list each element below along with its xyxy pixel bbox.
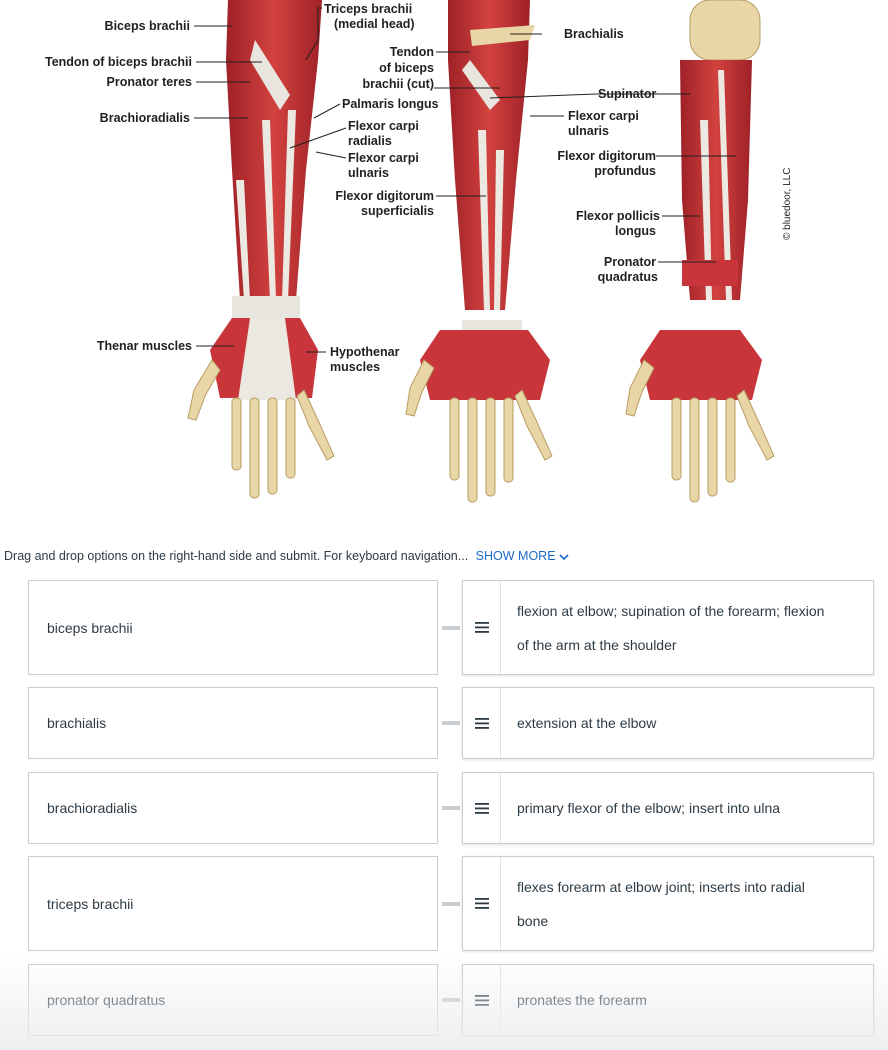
anatomy-figure: Biceps brachii Tendon of biceps brachii … [0,0,888,520]
label-brachioradialis: Brachioradialis [100,111,190,125]
term-box: biceps brachii [28,580,438,675]
label-palmaris-longus: Palmaris longus [342,97,439,111]
match-row: pronator quadratus pronates the forearm [28,964,874,1036]
term-label: brachialis [47,715,107,731]
label-fcr-line2: radialis [348,134,392,148]
drag-handle-icon[interactable] [463,581,501,674]
match-row: brachioradialis primary flexor of the el… [28,772,874,844]
show-more-label: SHOW MORE [475,549,556,563]
connector-line [442,806,460,810]
label-fdp-line1: Flexor digitorum [557,149,656,163]
answer-text: flexion at elbow; supination of the fore… [501,581,840,674]
draggable-answer[interactable]: pronates the forearm [462,964,874,1036]
instructions: Drag and drop options on the right-hand … [4,549,569,564]
answer-line: flexion at elbow; supination of the fore… [517,602,825,619]
chevron-down-icon [558,550,569,564]
label-supinator: Supinator [598,87,656,101]
term-box: brachialis [28,687,438,759]
forearm-superficial-drawing [187,0,335,499]
label-pq-line2: quadratus [598,270,658,284]
term-box: brachioradialis [28,772,438,844]
draggable-answer[interactable]: flexion at elbow; supination of the fore… [462,580,874,675]
label-hypothenar-line1: Hypothenar [330,345,400,359]
answer-text: extension at the elbow [517,715,657,731]
show-more-link[interactable]: SHOW MORE [476,549,569,563]
term-box: triceps brachii [28,856,438,951]
label-thenar-muscles: Thenar muscles [97,339,192,353]
label-fpl-line1: Flexor pollicis [576,209,660,223]
label-leader-lines [194,7,736,353]
term-label: triceps brachii [47,895,134,912]
forearm-muscles-illustration: Biceps brachii Tendon of biceps brachii … [45,0,793,503]
drag-handle-icon[interactable] [463,773,501,843]
label-brachialis: Brachialis [564,27,624,41]
label-fcu2-line2: ulnaris [568,124,609,138]
draggable-answer[interactable]: flexes forearm at elbow joint; inserts i… [462,856,874,951]
label-fds-line1: Flexor digitorum [335,189,434,203]
answer-text: flexes forearm at elbow joint; inserts i… [501,857,821,950]
term-label: pronator quadratus [47,992,166,1008]
match-row: biceps brachii flexion at elbow; supinat… [28,580,874,675]
label-tendon-cut-line2: of biceps [379,61,434,75]
answer-line: bone [517,912,549,929]
connector-line [442,901,460,906]
answer-line: of the arm at the shoulder [517,636,677,653]
label-fcu2-line1: Flexor carpi [568,109,639,123]
term-label: brachioradialis [47,800,138,816]
label-triceps-line2: (medial head) [334,17,415,31]
match-row: triceps brachii flexes forearm at elbow … [28,856,874,951]
drag-handle-icon[interactable] [463,857,501,950]
answer-text: pronates the forearm [517,992,647,1008]
label-pq-line1: Pronator [604,255,656,269]
drag-handle-icon[interactable] [463,965,501,1035]
figure-labels: Biceps brachii Tendon of biceps brachii … [45,2,793,374]
copyright-notice: © bluedoor, LLC [782,168,793,240]
answer-line: flexes forearm at elbow joint; inserts i… [517,878,805,895]
label-triceps-line1: Triceps brachii [324,2,412,16]
connector-line [442,721,460,725]
label-tendon-of-biceps: Tendon of biceps brachii [45,55,192,69]
label-fds-line2: superficialis [361,204,434,218]
label-fpl-line2: longus [615,224,656,238]
draggable-answer[interactable]: primary flexor of the elbow; insert into… [462,772,874,844]
answer-text: primary flexor of the elbow; insert into… [517,800,781,816]
term-label: biceps brachii [47,619,133,636]
forearm-intermediate-drawing [405,0,553,503]
instructions-text: Drag and drop options on the right-hand … [4,549,469,563]
connector-line [442,625,460,630]
label-fcr-line1: Flexor carpi [348,119,419,133]
term-box: pronator quadratus [28,964,438,1036]
label-tendon-cut-line1: Tendon [390,45,434,59]
drag-handle-icon[interactable] [463,688,501,758]
connector-line [442,998,460,1002]
draggable-answer[interactable]: extension at the elbow [462,687,874,759]
label-tendon-cut-line3: brachii (cut) [362,77,434,91]
forearm-deep-drawing [625,0,775,503]
label-fcu-line1: Flexor carpi [348,151,419,165]
label-hypothenar-line2: muscles [330,360,380,374]
label-biceps-brachii: Biceps brachii [105,19,190,33]
label-fcu-line2: ulnaris [348,166,389,180]
label-fdp-line2: profundus [594,164,656,178]
match-row: brachialis extension at the elbow [28,687,874,759]
label-pronator-teres: Pronator teres [107,75,192,89]
